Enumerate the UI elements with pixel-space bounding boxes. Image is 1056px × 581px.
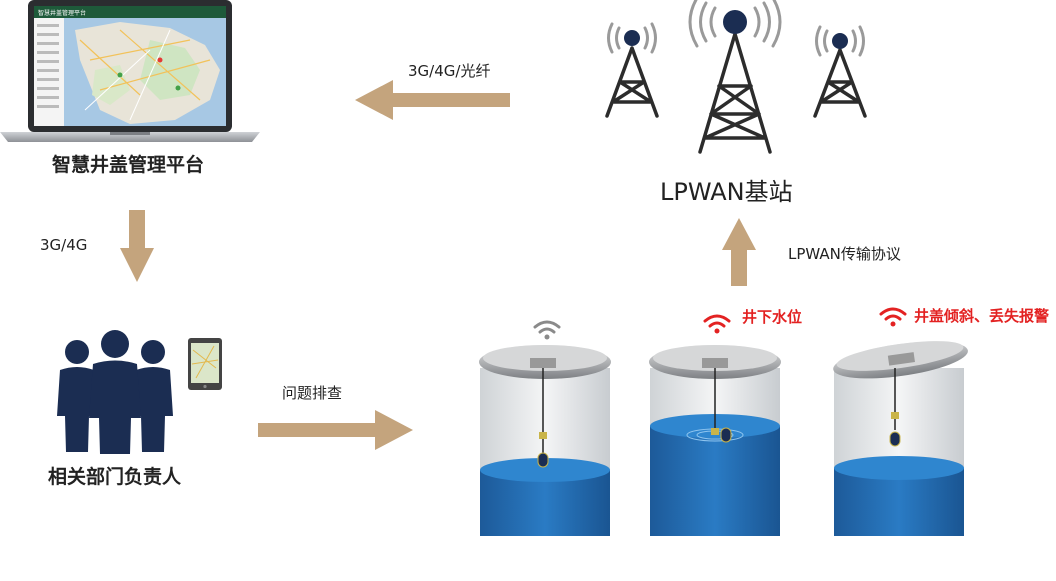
phone-icon	[188, 338, 222, 390]
link-label-platform-staff: 3G/4G	[40, 236, 88, 254]
station-label: LPWAN基站	[660, 178, 793, 206]
staff-people-icon	[57, 330, 173, 454]
map-marker	[157, 57, 163, 63]
wifi-icon-alarm-water	[703, 314, 731, 334]
staff-label: 相关部门负责人	[48, 466, 182, 488]
link-label-station-platform: 3G/4G/光纤	[408, 62, 491, 80]
wifi-icon-normal	[533, 320, 561, 340]
alarm-label-tilt-loss: 井盖倾斜、丢失报警	[914, 307, 1050, 325]
map-marker	[117, 72, 123, 78]
arrow-platform-to-staff	[120, 210, 154, 282]
wifi-icon-alarm-tilt	[879, 307, 907, 327]
lpwan-towers-icon	[605, 0, 867, 154]
map-screen: 智慧井盖管理平台	[34, 6, 226, 126]
well-tilted-cover	[833, 341, 968, 536]
laptop-illustration: 智慧井盖管理平台	[0, 0, 260, 142]
alarm-label-water-level: 井下水位	[742, 308, 803, 326]
arrow-staff-to-covers	[258, 410, 413, 450]
window-title: 智慧井盖管理平台	[38, 9, 86, 17]
well-water-level	[649, 345, 781, 536]
well-normal	[479, 345, 611, 536]
map-marker	[175, 85, 181, 91]
arrow-covers-to-station	[722, 218, 756, 286]
link-label-staff-covers: 问题排查	[282, 384, 343, 402]
link-label-covers-station: LPWAN传输协议	[788, 245, 901, 263]
arrow-station-to-platform	[355, 80, 510, 120]
laptop-base	[0, 132, 260, 142]
manhole-wells	[479, 341, 968, 536]
platform-label: 智慧井盖管理平台	[52, 154, 205, 176]
